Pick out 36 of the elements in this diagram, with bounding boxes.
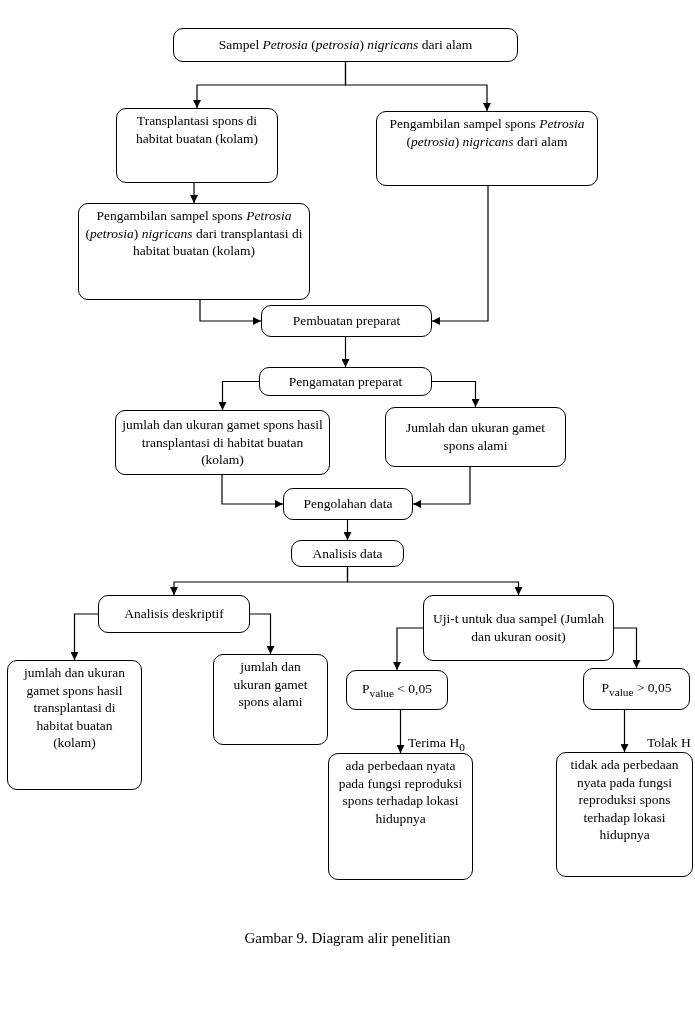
- process-box: ada perbedaan nyata pada fungsi reproduksi spons terhadap lokasi hidupnya: [328, 753, 473, 880]
- arrow: [221, 474, 284, 508]
- process-box: jumlah dan ukuran gamet spons hasil transplantasi di habitat buatan (kolam): [115, 410, 330, 475]
- process-box: jumlah dan ukuran gamet spons alami: [213, 654, 328, 745]
- arrow: [218, 380, 260, 411]
- process-box: P$_{value}$ < 0,05: [346, 670, 448, 710]
- process-box: Jumlah dan ukuran gamet spons alami: [385, 407, 566, 467]
- arrow: [70, 613, 99, 661]
- arrow: [431, 380, 480, 408]
- arrow: [344, 61, 491, 112]
- figure-caption: Gambar 9. Diagram alir penelitian: [243, 930, 452, 947]
- process-box: Uji-t untuk dua sampel (Jumlah dan ukuran oosit): [423, 595, 614, 661]
- arrow: [431, 185, 489, 325]
- process-box: tidak ada perbedaan nyata pada fungsi reproduksi spons terhadap lokasi hidupnya: [556, 752, 693, 877]
- arrow: [393, 627, 424, 671]
- arrow: [343, 519, 352, 541]
- arrow: [190, 182, 198, 204]
- arrow: [199, 299, 262, 325]
- arrow: [249, 613, 275, 655]
- process-box: Pengolahan data: [283, 488, 413, 520]
- arrow: [412, 466, 471, 508]
- process-box: Analisis data: [291, 540, 404, 567]
- arrow: [396, 709, 405, 754]
- process-box: Pengambilan sampel spons Petrosia (petrosia) nigricans dari transplantasi di habitat buatan (kolam): [78, 203, 310, 300]
- process-box: Pengamatan preparat: [259, 367, 432, 396]
- process-box: Analisis deskriptif: [98, 595, 250, 633]
- process-box: Transplantasi spons di habitat buatan (kolam): [116, 108, 278, 183]
- process-box: P$_{value}$ > 0,05: [583, 668, 690, 710]
- process-box: Pengambilan sampel spons Petrosia (petrosia) nigricans dari alam: [376, 111, 598, 186]
- arrow: [341, 336, 350, 368]
- process-box: jumlah dan ukuran gamet spons hasil transplantasi di habitat buatan (kolam): [7, 660, 142, 790]
- arrow: [613, 627, 641, 669]
- process-box: Sampel Petrosia (petrosia) nigricans dari alam: [173, 28, 518, 62]
- arrow: [346, 566, 523, 596]
- process-box: Pembuatan preparat: [261, 305, 432, 337]
- arrow: [620, 709, 629, 753]
